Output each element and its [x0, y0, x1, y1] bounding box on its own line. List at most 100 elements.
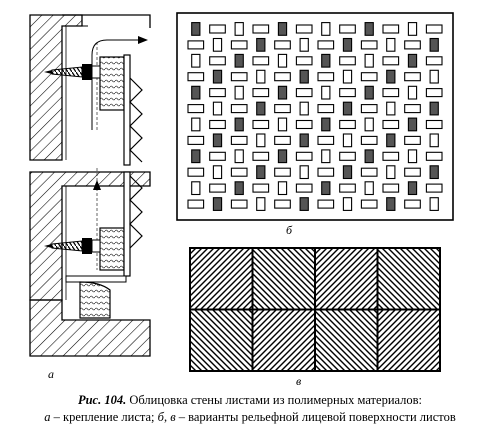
wooden-batten-lower	[99, 227, 125, 271]
relief-cell	[407, 117, 418, 132]
panel-relief-lower	[129, 175, 143, 249]
caption-letter-v: в	[170, 410, 176, 424]
relief-cell	[252, 24, 270, 34]
relief-cell	[277, 22, 288, 36]
relief-cell	[364, 117, 374, 132]
relief-cell	[256, 133, 266, 148]
relief-cell	[321, 181, 331, 196]
relief-cell	[230, 135, 248, 145]
groove-quadrant	[315, 248, 378, 310]
relief-cell	[187, 40, 205, 50]
relief-cell	[342, 165, 353, 180]
relief-cell	[191, 181, 201, 196]
relief-cell	[364, 181, 374, 196]
relief-cell	[274, 104, 291, 114]
relief-cell	[209, 88, 226, 98]
caption-sep: ,	[163, 410, 171, 424]
relief-cell	[187, 199, 205, 209]
relief-cell	[230, 104, 248, 114]
relief-cell	[234, 181, 244, 196]
relief-cell	[191, 117, 201, 132]
relief-cell	[234, 85, 244, 100]
relief-cell	[382, 24, 400, 34]
figure-caption: Рис. 104. Облицовка стены листами из пол…	[0, 392, 500, 426]
relief-cell	[407, 85, 418, 100]
relief-cell	[274, 135, 291, 145]
relief-cell	[364, 85, 374, 100]
relief-cell	[277, 85, 288, 100]
relief-cell	[299, 37, 309, 52]
relief-cell	[364, 149, 374, 164]
relief-cell	[382, 56, 400, 66]
relief-cell	[317, 104, 335, 114]
relief-cell	[252, 119, 270, 130]
label-v: в	[296, 374, 302, 388]
relief-cell	[256, 37, 266, 52]
relief-cell	[342, 133, 353, 148]
relief-cell	[230, 199, 248, 209]
diagonal-relief-panel	[189, 247, 441, 372]
relief-cell	[299, 165, 309, 180]
relief-cell	[360, 40, 378, 50]
relief-cell	[386, 101, 396, 116]
relief-cell	[295, 88, 313, 98]
relief-cell	[234, 117, 244, 132]
relief-cell	[360, 167, 378, 177]
relief-cell	[429, 133, 439, 148]
relief-cell	[339, 183, 356, 193]
bottom-wooden-block	[79, 281, 111, 319]
relief-cell	[339, 151, 356, 161]
relief-cell	[234, 22, 244, 36]
relief-cell	[404, 199, 421, 209]
washer-upper	[82, 64, 92, 80]
relief-cell	[317, 199, 335, 209]
relief-cell	[274, 199, 291, 209]
relief-cell	[317, 40, 335, 50]
relief-cell	[382, 88, 400, 98]
relief-cell	[407, 181, 418, 196]
panel-sheet-upper	[123, 54, 131, 166]
relief-cell	[360, 72, 378, 82]
relief-cell	[277, 149, 288, 164]
relief-cell	[295, 56, 313, 66]
wooden-batten-upper	[99, 56, 125, 111]
relief-cell	[187, 104, 205, 114]
relief-cell	[425, 24, 443, 34]
relief-cell	[295, 119, 313, 130]
relief-cell	[321, 117, 331, 132]
relief-cell	[386, 197, 396, 211]
relief-cell	[230, 40, 248, 50]
relief-cell	[342, 101, 353, 116]
caption-letter-a: а	[44, 410, 51, 424]
relief-cell	[425, 151, 443, 161]
label-a: а	[48, 367, 54, 381]
relief-cell	[425, 56, 443, 66]
relief-cell	[425, 119, 443, 130]
relief-cell	[230, 72, 248, 82]
relief-cell	[360, 104, 378, 114]
caption-line-1: Рис. 104. Облицовка стены листами из пол…	[0, 392, 500, 409]
relief-cell	[429, 69, 439, 84]
relief-cell	[407, 22, 418, 36]
relief-cell	[230, 167, 248, 177]
relief-cell	[404, 167, 421, 177]
relief-cell	[212, 37, 223, 52]
relief-cell	[317, 72, 335, 82]
relief-cell	[321, 149, 331, 164]
relief-cell	[274, 72, 291, 82]
relief-cell	[209, 119, 226, 130]
relief-cell	[364, 22, 374, 36]
relief-cell	[212, 165, 223, 180]
relief-cell	[209, 24, 226, 34]
relief-cell	[234, 149, 244, 164]
relief-cell	[404, 135, 421, 145]
relief-cell	[404, 72, 421, 82]
relief-cell	[299, 101, 309, 116]
relief-cell	[252, 183, 270, 193]
panel-sheet-lower	[123, 171, 131, 277]
relief-cell	[429, 37, 439, 52]
relief-cell	[212, 133, 223, 148]
relief-cell	[360, 199, 378, 209]
label-b: б	[286, 223, 293, 237]
relief-cell	[191, 22, 201, 36]
